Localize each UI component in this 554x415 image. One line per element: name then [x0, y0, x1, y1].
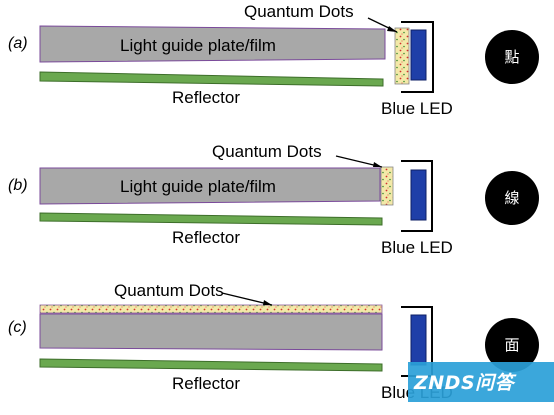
panel-c-tag: (c)	[8, 319, 27, 336]
panel-b-reflector	[39, 212, 383, 226]
panel-a-light-guide-plate	[39, 25, 386, 63]
panel-a-led-housing	[401, 21, 434, 93]
panel-a-quantum-dots-label: Quantum Dots	[244, 2, 354, 21]
panel-b-blue-led	[410, 169, 427, 221]
panel-a-blue-led	[410, 29, 427, 81]
panel-b-tag: (b)	[8, 177, 28, 194]
watermark-background	[408, 362, 554, 402]
panel-b-light-guide-plate	[39, 167, 381, 205]
panel-c-reflector	[39, 358, 383, 372]
panel-b-quantum-dots-label: Quantum Dots	[212, 142, 322, 161]
panel-a-reflector-label: Reflector	[172, 88, 240, 107]
panel-b-light-guide-label: Light guide plate/film	[120, 177, 276, 196]
panel-a: (a) Light guide plate/film Reflector Qua…	[8, 2, 539, 118]
panel-c-qd-pointer-head	[263, 300, 272, 305]
panel-c-quantum-dots-label: Quantum Dots	[114, 281, 224, 300]
panel-a-light-guide-label: Light guide plate/film	[120, 36, 276, 55]
panel-b-quantum-dots	[380, 166, 394, 206]
panel-b-qd-pointer-head	[373, 162, 382, 167]
panel-b: (b) Light guide plate/film Reflector Qua…	[8, 142, 539, 257]
panel-c: (c) Quantum Dots Reflector Blue LED 面	[8, 281, 539, 402]
panel-a-tag: (a)	[8, 35, 28, 52]
panel-b-led-housing	[401, 160, 433, 232]
panel-a-reflector	[39, 71, 384, 87]
panel-c-reflector-label: Reflector	[172, 374, 240, 393]
panel-a-blue-led-label: Blue LED	[381, 99, 453, 118]
panel-c-light-guide-plate	[39, 313, 383, 351]
panel-b-mode-char: 線	[504, 189, 519, 207]
panel-a-mode-badge	[485, 30, 539, 84]
panel-c-mode-char: 面	[504, 336, 519, 354]
panel-c-blue-led	[410, 314, 427, 366]
panel-c-mode-badge	[485, 318, 539, 372]
panel-b-blue-led-label: Blue LED	[381, 238, 453, 257]
panel-b-reflector-label: Reflector	[172, 228, 240, 247]
watermark-text: ZNDS问答	[413, 372, 517, 394]
znds-watermark: ZNDS问答	[408, 362, 554, 402]
panel-a-quantum-dots	[394, 27, 410, 85]
panel-c-quantum-dots-film	[39, 304, 383, 314]
panel-a-qd-pointer-head	[387, 26, 397, 32]
panel-b-mode-badge	[485, 171, 539, 225]
panel-a-mode-char: 點	[504, 48, 519, 66]
